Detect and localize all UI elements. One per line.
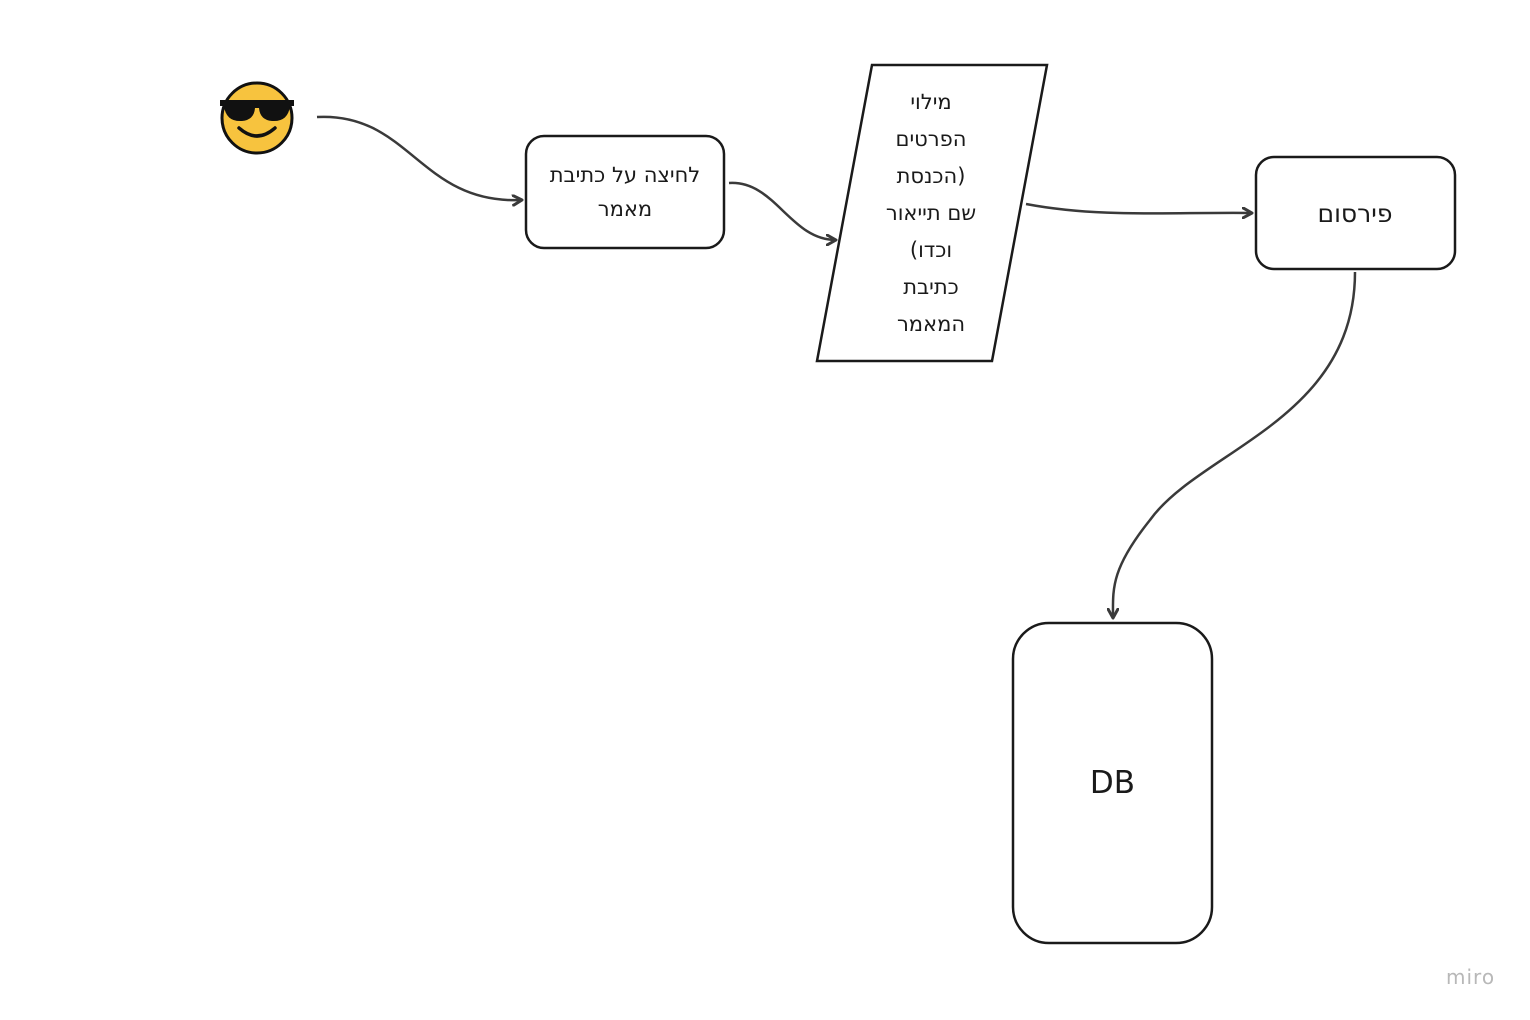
sunglasses-smiley-icon bbox=[220, 81, 294, 155]
connector-form-to-publish bbox=[1025, 202, 1252, 213]
node-click-write[interactable] bbox=[524, 134, 726, 250]
connector-user-to-click bbox=[316, 115, 522, 200]
miro-watermark: miro bbox=[1446, 965, 1496, 989]
node-publish[interactable] bbox=[1254, 155, 1457, 271]
node-db[interactable] bbox=[1011, 621, 1214, 945]
node-db-label: DB bbox=[1089, 765, 1136, 801]
node-click-write-label: לחיצה על כתיבת מאמר bbox=[549, 163, 701, 221]
node-fill-details[interactable] bbox=[815, 63, 1049, 363]
connector-publish-to-db bbox=[1113, 271, 1357, 618]
node-fill-details-label: מילוי הפרטים (הכנסת שם תייאור וכדו) כתיב… bbox=[885, 89, 977, 336]
node-publish-label: פירסום bbox=[1317, 198, 1393, 228]
connector-click-to-form bbox=[728, 181, 836, 240]
